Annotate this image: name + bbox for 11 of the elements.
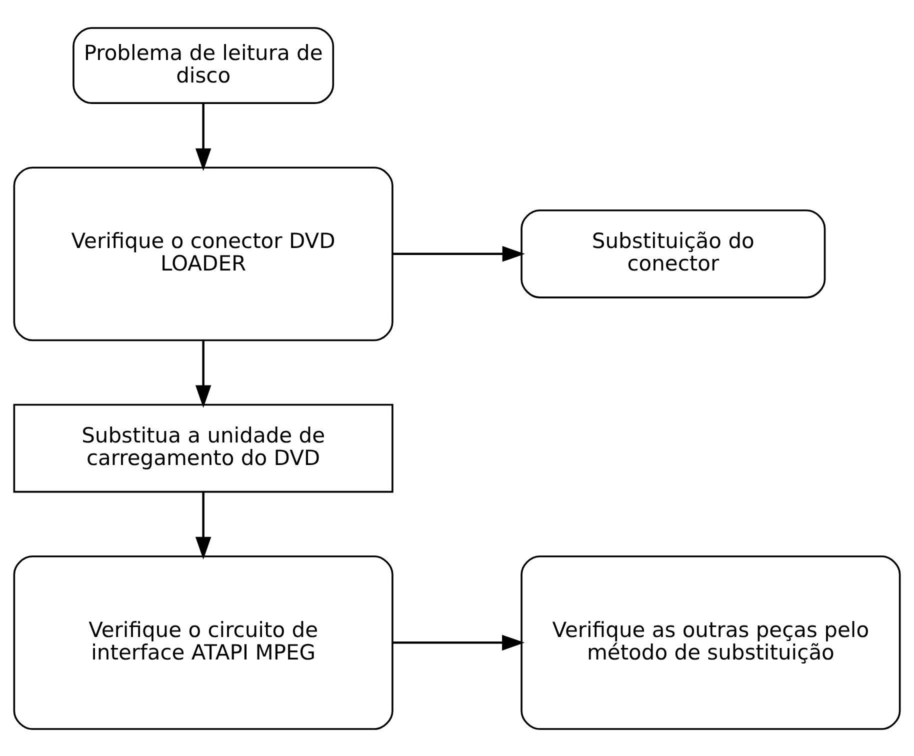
node-box: Substituição do conector [520, 208, 826, 298]
node-box: Substitua a unidade de carregamento do DVD [13, 403, 394, 492]
node-box: Verifique o circuito de interface ATAPI MPEG [13, 554, 394, 730]
node-box: Verifique o conector DVD LOADER [13, 166, 394, 341]
arrow [195, 102, 212, 170]
node-box: Problema de leitura de disco [72, 26, 334, 104]
arrow [392, 246, 525, 262]
node-box: Verifique as outras peças pelo método de substituição [520, 554, 901, 730]
arrow [392, 634, 525, 650]
arrow [195, 492, 212, 559]
arrow [195, 340, 212, 408]
